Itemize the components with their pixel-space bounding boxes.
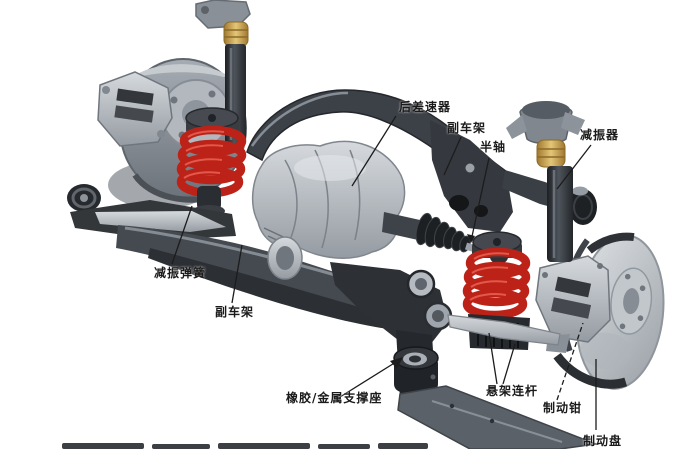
leader-lines <box>171 115 597 430</box>
label-brake-caliper: 制动钳 <box>543 401 583 415</box>
right-brake-caliper-graphic <box>535 255 611 353</box>
label-suspension-links: 悬架连杆 <box>486 384 539 398</box>
rubber-metal-mount-graphic <box>393 346 599 449</box>
label-subframe-lower: 副车架 <box>215 305 255 319</box>
label-coil-spring: 减振弹簧 <box>154 266 207 280</box>
right-shock-absorber-graphic <box>506 101 585 262</box>
left-brake-caliper-graphic <box>97 71 173 147</box>
bottom-bar-graphic <box>62 443 428 449</box>
label-half-shaft: 半轴 <box>480 140 507 154</box>
label-rubber-metal-mount: 橡胶/金属支撑座 <box>286 391 383 405</box>
label-brake-disc: 制动盘 <box>583 434 623 448</box>
right-coil-spring-graphic <box>447 231 561 350</box>
left-coil-spring-graphic <box>176 107 247 217</box>
label-rear-differential: 后差速器 <box>399 100 452 114</box>
label-shock-absorber: 减振器 <box>580 128 620 142</box>
rear-differential-graphic <box>251 140 406 259</box>
half-shaft-graphic <box>382 212 508 264</box>
label-subframe-upper: 副车架 <box>447 121 487 135</box>
